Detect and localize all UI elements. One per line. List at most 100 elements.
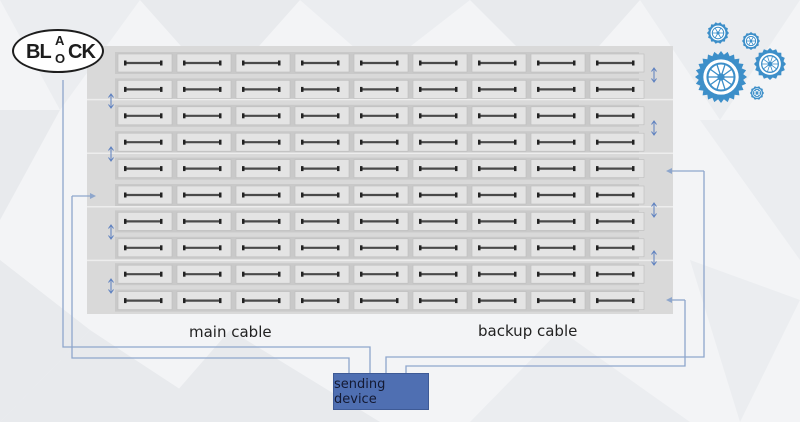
connector-end bbox=[337, 245, 340, 251]
small-gear-icon bbox=[742, 32, 760, 50]
connector-end bbox=[596, 166, 599, 172]
connector-end bbox=[301, 245, 304, 251]
bg-triangle bbox=[0, 260, 90, 422]
connector-end bbox=[478, 245, 481, 251]
connector-end bbox=[632, 192, 635, 198]
cable-arrowhead bbox=[90, 193, 96, 199]
connector-end bbox=[478, 298, 481, 304]
connector-end bbox=[360, 60, 363, 66]
backup-cable-inner bbox=[405, 300, 686, 373]
connector-end bbox=[160, 60, 163, 66]
vertical-double-arrow-icon bbox=[108, 278, 114, 294]
main-cable-outer bbox=[62, 80, 371, 373]
connector-end bbox=[537, 113, 540, 119]
black-logo: BL A O CK bbox=[12, 29, 104, 73]
connector-end bbox=[419, 218, 422, 224]
connector-end bbox=[396, 139, 399, 145]
connector-end bbox=[419, 113, 422, 119]
connector-end bbox=[573, 218, 576, 224]
large-gear-icon bbox=[695, 51, 747, 103]
bg-triangle bbox=[0, 110, 60, 220]
logo-text-a: A bbox=[55, 33, 65, 48]
connector-end bbox=[124, 192, 127, 198]
connector-end bbox=[478, 60, 481, 66]
connector-end bbox=[219, 113, 222, 119]
connector-end bbox=[301, 218, 304, 224]
connector-end bbox=[396, 113, 399, 119]
connector-end bbox=[455, 139, 458, 145]
connector-end bbox=[301, 271, 304, 277]
connector-end bbox=[219, 192, 222, 198]
connector-end bbox=[278, 218, 281, 224]
connector-end bbox=[632, 166, 635, 172]
connector-end bbox=[396, 245, 399, 251]
connector-end bbox=[337, 298, 340, 304]
main-cable-inner bbox=[71, 196, 350, 373]
cable-arrowhead bbox=[666, 297, 672, 303]
tiny-gear-icon bbox=[750, 86, 764, 100]
connector-end bbox=[537, 245, 540, 251]
connector-end bbox=[124, 166, 127, 172]
connector-end bbox=[573, 113, 576, 119]
connector-end bbox=[514, 218, 517, 224]
connector-end bbox=[596, 245, 599, 251]
connector-end bbox=[573, 60, 576, 66]
connector-end bbox=[337, 60, 340, 66]
connector-end bbox=[242, 166, 245, 172]
connector-end bbox=[183, 60, 186, 66]
connector-end bbox=[124, 245, 127, 251]
connector-end bbox=[596, 113, 599, 119]
connector-end bbox=[478, 86, 481, 92]
connector-end bbox=[242, 218, 245, 224]
connector-end bbox=[360, 86, 363, 92]
bg-triangle bbox=[140, 0, 300, 90]
connector-end bbox=[419, 166, 422, 172]
connector-end bbox=[242, 271, 245, 277]
connector-end bbox=[124, 60, 127, 66]
connector-end bbox=[419, 86, 422, 92]
connector-end bbox=[360, 245, 363, 251]
connector-end bbox=[537, 271, 540, 277]
connector-end bbox=[419, 298, 422, 304]
connector-end bbox=[573, 139, 576, 145]
connector-end bbox=[124, 298, 127, 304]
connector-end bbox=[455, 271, 458, 277]
connector-end bbox=[278, 113, 281, 119]
connector-end bbox=[301, 298, 304, 304]
cables bbox=[62, 80, 705, 373]
bg-triangle bbox=[700, 120, 800, 260]
connector-end bbox=[537, 298, 540, 304]
connector-end bbox=[278, 86, 281, 92]
connector-end bbox=[183, 113, 186, 119]
connector-end bbox=[278, 60, 281, 66]
connector-end bbox=[478, 166, 481, 172]
connector-end bbox=[455, 60, 458, 66]
connector-end bbox=[219, 166, 222, 172]
bg-triangle bbox=[470, 330, 690, 422]
connector-end bbox=[219, 298, 222, 304]
connector-end bbox=[360, 166, 363, 172]
vertical-double-arrow-icon bbox=[108, 146, 114, 162]
connector-end bbox=[242, 86, 245, 92]
connector-end bbox=[278, 245, 281, 251]
bg-triangle bbox=[470, 0, 640, 90]
connector-end bbox=[160, 271, 163, 277]
connector-end bbox=[219, 218, 222, 224]
connector-end bbox=[514, 113, 517, 119]
connector-end bbox=[573, 298, 576, 304]
connector-end bbox=[537, 192, 540, 198]
cable-arrowhead bbox=[666, 168, 672, 174]
connector-end bbox=[419, 245, 422, 251]
connector-end bbox=[596, 298, 599, 304]
panel-arrows bbox=[108, 67, 657, 294]
led-panel bbox=[87, 46, 673, 314]
connector-end bbox=[124, 271, 127, 277]
connector-end bbox=[242, 245, 245, 251]
connector-end bbox=[301, 113, 304, 119]
connector-end bbox=[183, 298, 186, 304]
connector-end bbox=[596, 139, 599, 145]
connector-end bbox=[160, 218, 163, 224]
connector-end bbox=[514, 192, 517, 198]
medium-gear-icon bbox=[754, 48, 786, 80]
connector-end bbox=[219, 245, 222, 251]
